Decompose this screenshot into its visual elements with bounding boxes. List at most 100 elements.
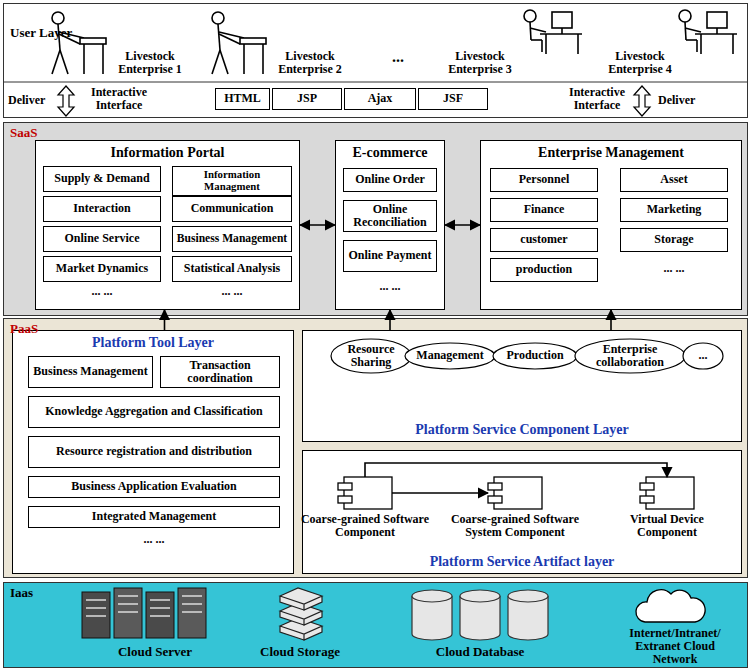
box-label: Business Management: [177, 233, 287, 246]
layer-box: Platform Service Component Layer Resource…: [302, 330, 742, 442]
heading: Platform Service Artifact layer: [430, 554, 615, 569]
box-label: Information Managment: [176, 169, 288, 193]
annotation-label: ... ...: [28, 533, 280, 546]
annotation-label: Interactive Interface: [560, 86, 634, 112]
worker-figure: [52, 12, 106, 74]
box-label: Management: [416, 349, 483, 362]
component-label: Coarse-grained Software Component: [300, 513, 430, 539]
function-box: Market Dynamics: [43, 256, 161, 282]
server-icon: [82, 588, 206, 638]
box-label: Marketing: [647, 203, 702, 216]
annotation-label: Livestock Enterprise 4: [600, 50, 680, 76]
annotation-label: Cloud Server: [95, 645, 215, 659]
annotation-label: Cloud Storage: [250, 645, 350, 659]
function-box: Business Management: [172, 226, 292, 252]
annotation-label: ...: [378, 48, 418, 66]
box-label: Online Order: [355, 173, 425, 186]
box-label: Transaction coordination: [164, 359, 276, 385]
deliver-arrow: [634, 86, 650, 116]
box-label: JSF: [443, 92, 463, 105]
box-label: Resource registration and distribution: [56, 445, 252, 458]
layer-box: Platform Service Artifact layerCoarse-gr…: [302, 450, 742, 574]
heading: Enterprise Management: [538, 145, 684, 160]
box-label: Integrated Management: [92, 510, 216, 523]
box-label: Production: [506, 349, 563, 362]
connector-arrow: [610, 310, 612, 330]
function-box: Online Reconciliation: [343, 200, 437, 232]
function-box: Integrated Management: [28, 506, 280, 528]
function-box: Interaction: [43, 196, 161, 222]
cloud-icon: [636, 590, 705, 622]
annotation-label: ... ...: [343, 280, 437, 293]
service-ellipse: ...: [682, 342, 724, 370]
component-icon: [338, 477, 694, 509]
function-box: Information Managment: [172, 166, 292, 196]
annotation-label: Livestock Enterprise 1: [110, 50, 190, 76]
annotation-label: Livestock Enterprise 2: [270, 50, 350, 76]
function-box: Ajax: [344, 88, 416, 110]
database-icon: [412, 590, 548, 640]
function-box: Business Application Evaluation: [28, 476, 280, 498]
function-box: Resource registration and distribution: [28, 436, 280, 468]
heading: Platform Service Component Layer: [415, 422, 628, 437]
function-box: Statistical Analysis: [172, 256, 292, 282]
heading: User Layer: [10, 26, 72, 40]
box-label: Online Service: [65, 232, 140, 245]
connector-arrow: [365, 463, 667, 477]
service-ellipse: Management: [404, 342, 496, 370]
function-box: Business Management: [28, 356, 153, 388]
function-box: JSF: [418, 88, 488, 110]
box-label: Finance: [524, 203, 565, 216]
connector-arrow: [445, 224, 480, 226]
connector-arrow: [389, 310, 391, 330]
box-label: Business Application Evaluation: [71, 480, 236, 493]
heading: SaaS: [10, 126, 37, 140]
box-label: Personnel: [519, 173, 570, 186]
worker-figure: [212, 12, 266, 74]
function-box: Online Service: [43, 226, 161, 252]
annotation-label: ... ...: [172, 285, 292, 298]
function-box: Personnel: [490, 168, 598, 192]
box-label: Interaction: [73, 202, 130, 215]
function-box: Marketing: [620, 198, 728, 222]
box-label: Asset: [660, 173, 687, 186]
office-figure: [679, 10, 737, 54]
function-box: Knowledge Aggregation and Classification: [28, 396, 280, 428]
box-label: Market Dynamics: [56, 262, 148, 275]
function-box: Communication: [172, 196, 292, 222]
function-box: Finance: [490, 198, 598, 222]
annotation-label: Deliver: [8, 94, 52, 107]
function-box: production: [490, 258, 598, 282]
function-box: Transaction coordination: [160, 356, 280, 388]
function-box: Supply & Demand: [43, 166, 161, 192]
service-ellipse: Enterprise collaboration: [574, 338, 686, 374]
service-ellipse: Resource Sharing: [330, 338, 412, 374]
function-box: customer: [490, 228, 598, 252]
box-label: Statistical Analysis: [184, 262, 280, 275]
box-label: HTML: [224, 92, 261, 105]
module-box: Enterprise ManagementPersonnel AssetFinan…: [480, 140, 742, 310]
function-box: JSP: [272, 88, 342, 110]
box-label: ...: [699, 349, 708, 362]
box-label: Enterprise collaboration: [577, 343, 683, 369]
box-label: Communication: [191, 202, 274, 215]
function-box: Online Payment: [343, 240, 437, 272]
annotation-label: Interactive Interface: [82, 86, 156, 112]
office-figure: [524, 10, 582, 54]
component-label: Coarse-grained Software System Component: [450, 513, 580, 539]
box-label: Storage: [654, 233, 693, 246]
module-box: Information PortalSupply & DemandInforma…: [35, 140, 300, 310]
service-ellipse: Production: [492, 342, 578, 370]
layer-band: SaaSInformation PortalSupply & DemandInf…: [3, 122, 748, 316]
box-label: production: [516, 263, 572, 276]
storage-icon: [280, 588, 322, 640]
box-label: Online Reconciliation: [347, 203, 433, 229]
function-box: Online Order: [343, 168, 437, 192]
deliver-arrow: [58, 86, 74, 116]
divider-line: [3, 82, 748, 83]
function-box: HTML: [215, 88, 270, 110]
annotation-label: ... ...: [620, 262, 728, 275]
heading: Iaas: [10, 586, 33, 600]
annotation-label: Deliver: [658, 94, 706, 107]
box-label: Resource Sharing: [333, 343, 409, 369]
